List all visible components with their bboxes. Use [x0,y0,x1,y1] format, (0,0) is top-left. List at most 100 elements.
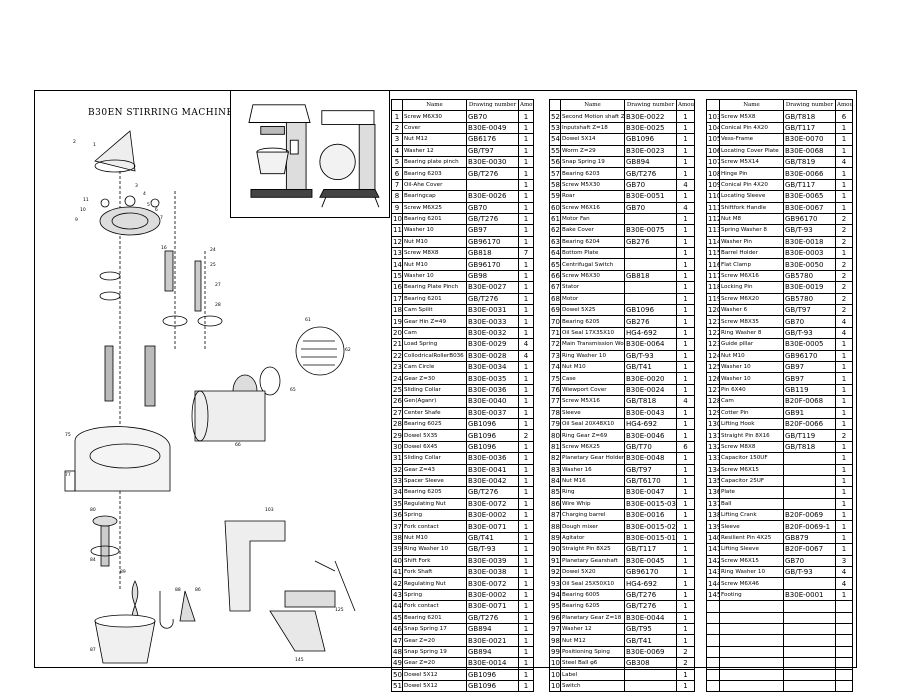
part-number-cell: 90 [549,543,561,556]
drawing-number-cell: B30E-0025 [624,121,677,135]
part-name-cell: Oil Seal 20X48X10 [560,417,625,431]
header-amount: Amount [518,98,534,112]
amount-cell: 1 [676,668,695,681]
part-name-cell: Ring Washer 10 [719,565,784,579]
part-number-cell: 65 [549,258,561,271]
drawing-number-cell: B30E-0034 [466,360,519,374]
amount-cell: 2 [835,281,853,294]
part-number-cell: 113 [706,224,720,237]
amount-cell: 1 [676,269,695,283]
amount-cell: 2 [835,258,853,271]
header-drawing-number: Drawing number [624,98,677,112]
part-number-cell: 134 [706,463,720,476]
amount-cell: 1 [835,349,853,363]
part-name-cell: Main Transmission Worm [560,338,625,351]
drawing-number-cell: B30E-0044 [624,611,677,624]
part-number-cell: 66 [549,269,561,283]
svg-text:125: 125 [335,607,344,613]
amount-cell: 1 [835,543,853,556]
part-name-cell: Washer 16 [560,463,625,476]
drawing-number-cell [783,622,836,636]
part-number-cell: 3 [391,133,403,146]
amount-cell: 1 [518,668,534,681]
part-name-cell: Charging barrel [560,509,625,522]
part-name-cell [719,679,784,693]
part-name-cell: Gen(Aganr) [402,395,467,408]
part-number-cell: 120 [706,304,720,317]
amount-cell: 1 [835,338,853,351]
part-number-cell: 37 [391,520,403,533]
part-number-cell: 60 [549,201,561,214]
amount-cell: 1 [518,281,534,294]
part-number-cell: 78 [549,406,561,419]
part-number-cell: 58 [549,178,561,192]
amount-cell: 1 [676,383,695,397]
part-number-cell [706,600,720,613]
drawing-number-cell: GB/T276 [624,167,677,180]
part-number-cell: 40 [391,554,403,568]
drawing-number-cell: GB/T-93 [783,565,836,579]
drawing-number-cell: GB/T117 [624,543,677,556]
drawing-number-cell: B30E-0066 [783,167,836,180]
svg-text:11: 11 [83,197,89,203]
part-number-cell: 20 [391,326,403,340]
drawing-number-cell: GB1096 [466,679,519,693]
part-number-cell: 61 [549,212,561,226]
part-number-cell: 10 [391,212,403,226]
amount-cell: 1 [676,679,695,693]
amount-cell: 1 [518,178,534,192]
drawing-number-cell: B30E-0046 [624,429,677,442]
svg-text:9: 9 [75,217,78,223]
part-name-cell: Washer 12 [402,144,467,157]
drawing-number-cell: B30E-0016 [624,509,677,522]
drawing-number-cell: GB70 [624,201,677,214]
drawing-number-cell: GB96170 [783,349,836,363]
amount-cell: 2 [835,292,853,306]
amount-cell: 1 [835,167,853,180]
drawing-number-cell: GB894 [466,622,519,636]
amount-cell: 1 [676,474,695,488]
table-header-row: Name Drawing number Amount [391,98,534,112]
part-name-cell: Resilient Pin 4X25 [719,531,784,545]
svg-text:6: 6 [155,207,158,213]
table-row: 102Switch1 [549,679,695,693]
table-row [706,645,853,659]
diagram-title: B30EN STIRRING MACHINE [88,108,234,118]
part-number-cell: 107 [706,155,720,169]
part-name-cell: Washer 6 [719,304,784,317]
part-number-cell: 73 [549,349,561,363]
drawing-number-cell [783,645,836,659]
part-number-cell: 64 [549,247,561,260]
amount-cell: 1 [676,588,695,602]
drawing-number-cell: GB/T-93 [466,543,519,556]
amount-cell: 1 [676,190,695,203]
part-name-cell: Oil-Ahe Cover [402,178,467,192]
part-name-cell: Barrel Holder [719,247,784,260]
part-number-cell: 63 [549,235,561,249]
part-name-cell: Screw M8X8 [402,247,467,260]
table-row: 113Spring Washer 8GB/T-932 [706,224,853,237]
drawing-number-cell: GB70 [783,315,836,328]
part-name-cell: Bearing 6201 [402,292,467,306]
header-name: Name [560,98,625,112]
